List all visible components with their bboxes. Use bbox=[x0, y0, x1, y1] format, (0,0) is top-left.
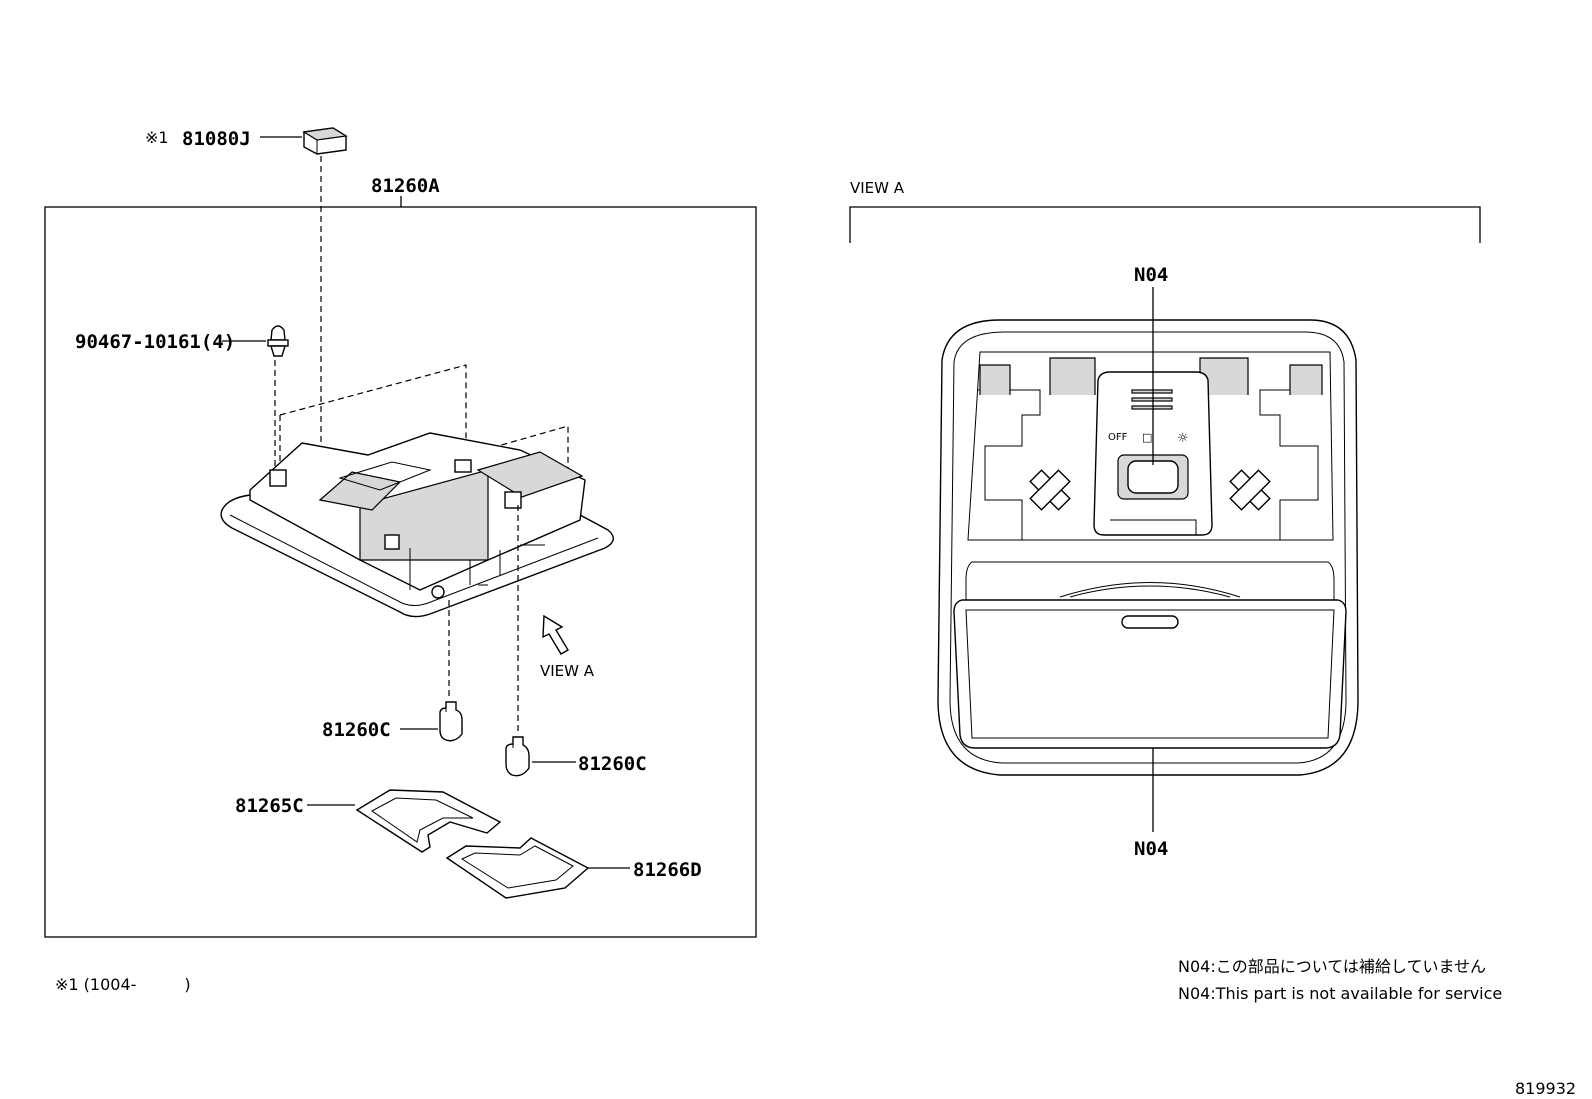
part-81260C-bulb-right[interactable] bbox=[505, 736, 530, 777]
switch-off-label: OFF bbox=[1108, 432, 1128, 443]
view-a-arrow bbox=[542, 614, 569, 655]
label-81260C-a: 81260C bbox=[322, 719, 391, 741]
part-81266D-lens[interactable] bbox=[445, 837, 590, 899]
part-81260C-bulb-left[interactable] bbox=[439, 701, 463, 742]
part-81080J[interactable] bbox=[302, 127, 348, 155]
part-81265C-lens[interactable] bbox=[355, 789, 502, 853]
label-81266D: 81266D bbox=[633, 859, 702, 881]
part-81260A-housing[interactable] bbox=[220, 432, 614, 618]
label-n04-bottom: N04 bbox=[1134, 838, 1168, 860]
view-a-arrow-label: VIEW A bbox=[540, 662, 595, 680]
label-n04-top: N04 bbox=[1134, 264, 1168, 286]
switch-door-icon: □ bbox=[1142, 431, 1152, 444]
view-a-title: VIEW A bbox=[850, 179, 905, 197]
footnote: ※1 (1004- ) bbox=[55, 975, 191, 994]
label-90467: 90467-10161(4) bbox=[75, 331, 235, 353]
note-jp: N04:この部品については補給していません bbox=[1178, 957, 1486, 976]
figure-id: 819932 bbox=[1515, 1079, 1576, 1098]
label-81080J: 81080J bbox=[182, 128, 251, 150]
switch-on-icon: ☼ bbox=[1177, 431, 1189, 446]
note-en: N04:This part is not available for servi… bbox=[1178, 984, 1502, 1003]
label-81260A: 81260A bbox=[371, 175, 440, 197]
console-view-a bbox=[937, 319, 1359, 776]
dash-align-1 bbox=[279, 364, 467, 450]
label-81265C: 81265C bbox=[235, 795, 304, 817]
label-81260C-b: 81260C bbox=[578, 753, 647, 775]
part-90467-clip[interactable] bbox=[267, 325, 289, 357]
mark-81080J: ※1 bbox=[145, 128, 169, 147]
view-a-bracket bbox=[849, 206, 1481, 243]
